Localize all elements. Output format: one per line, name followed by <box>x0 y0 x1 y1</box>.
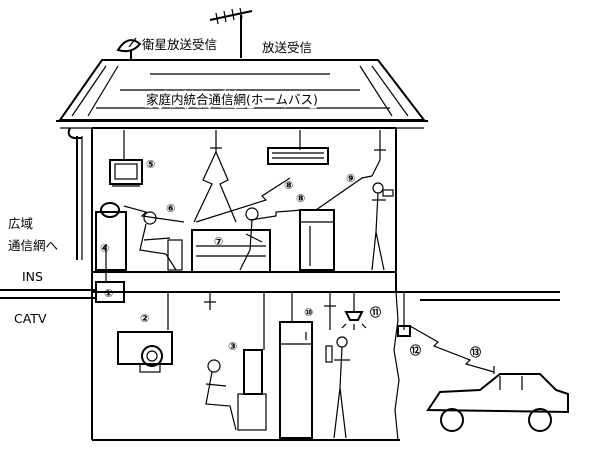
air-conditioner-icon <box>267 147 329 165</box>
car-icon <box>426 366 569 432</box>
wireless-links <box>123 151 495 373</box>
satellite-dish-icon <box>116 37 142 60</box>
ceiling-light-icon <box>341 311 367 330</box>
rain-gutter-pipe <box>67 127 83 260</box>
marker-8b: ⑧ <box>296 192 305 205</box>
home-bus-wiring <box>92 127 405 350</box>
marker-12: ⑫ <box>410 343 421 357</box>
person-seated-left-icon <box>139 211 183 271</box>
number-markers: ① ② ③ ④ ⑤ ⑥ ⑦ ⑧ ⑧ ⑨ ⑩ ⑪ ⑫ ⑬ <box>100 158 481 359</box>
label-broadcast: 放送受信 <box>262 40 312 55</box>
garage-sensor-icon <box>397 325 411 337</box>
label-home-network: 家庭内統合通信網(ホームバス) <box>146 92 318 107</box>
label-wide-area-1: 広域 <box>8 216 33 231</box>
tv-antenna-icon <box>209 7 253 58</box>
marker-5: ⑤ <box>146 158 155 171</box>
marker-7: ⑦ <box>214 235 223 248</box>
person-standing-upstairs-icon <box>371 182 394 271</box>
label-satellite: 衛星放送受信 <box>142 37 217 52</box>
label-wide-area-2: 通信網へ <box>8 238 58 253</box>
marker-8a: ⑧ <box>284 179 293 192</box>
marker-11: ⑪ <box>370 305 381 319</box>
marker-1: ① <box>104 287 113 300</box>
marker-6: ⑥ <box>166 202 175 215</box>
house-walls <box>91 128 560 441</box>
marker-13: ⑬ <box>470 345 481 359</box>
person-at-terminal-icon <box>205 349 267 431</box>
label-ins: INS <box>22 269 43 284</box>
person-seated-right-icon <box>239 207 263 271</box>
marker-9: ⑨ <box>346 172 355 185</box>
label-catv: CATV <box>14 311 47 326</box>
home-appliance-icon <box>117 331 173 373</box>
intercom-terminal-icon <box>95 202 127 271</box>
marker-10: ⑩ <box>304 306 313 319</box>
marker-4: ④ <box>100 242 109 255</box>
external-lines <box>0 244 125 303</box>
person-standing-downstairs-icon <box>325 336 350 439</box>
sofa-icon <box>191 229 271 273</box>
marker-3: ③ <box>228 340 237 353</box>
refrigerator-icon <box>279 321 313 439</box>
marker-2: ② <box>140 312 149 325</box>
computer-monitor-icon <box>109 159 143 187</box>
device-cabinet-icon <box>299 209 335 271</box>
